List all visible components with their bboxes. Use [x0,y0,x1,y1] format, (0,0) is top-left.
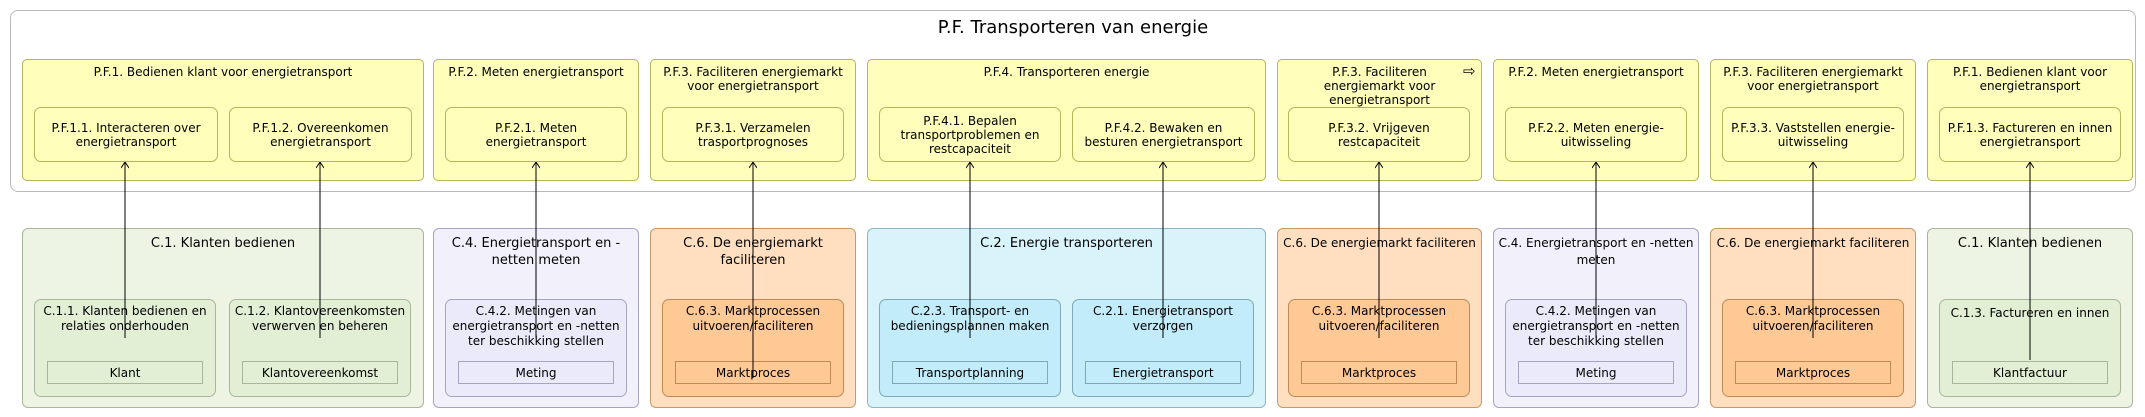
subcapability-box: C.4.2. Metingen van energietransport en … [445,299,627,397]
subcapability-title: C.4.2. Metingen van energietransport en … [1512,304,1680,348]
subfunction-box: P.F.4.1. Bepalen transportproblemen en r… [879,107,1061,162]
subfunction-box: P.F.4.2. Bewaken en besturen energietran… [1072,107,1255,162]
subfunction-box: P.F.1.2. Overeenkomen energietransport [229,107,412,162]
function-title: P.F.3. Faciliteren energiemarkt voor ene… [1323,65,1436,107]
business-object: Marktproces [1735,361,1891,384]
subcapability-box: C.1.3. Factureren en innen Klantfactuur [1939,299,2121,397]
function-title: P.F.4. Transporteren energie [983,65,1150,79]
business-object: Klantovereenkomst [242,361,398,384]
capability-title: C.1. Klanten bedienen [1957,236,2103,251]
function-title: P.F.2. Meten energietransport [1508,65,1684,79]
subcapability-title: C.2.3. Transport- en bedieningsplannen m… [890,304,1050,333]
subcapability-box: C.2.1. Energietransport verzorgen Energi… [1072,299,1254,397]
subcapability-title: C.4.2. Metingen van energietransport en … [452,304,620,348]
business-object: Meting [458,361,614,384]
subcapability-box: C.6.3. Marktprocessen uitvoeren/facilite… [1288,299,1470,397]
subcapability-box: C.1.1. Klanten bedienen en relaties onde… [34,299,216,397]
business-object: Klantfactuur [1952,361,2108,384]
subcapability-title: C.2.1. Energietransport verzorgen [1093,304,1233,333]
subcapability-box: C.4.2. Metingen van energietransport en … [1505,299,1687,397]
diagram-title: P.F. Transporteren van energie [937,17,1209,38]
function-title: P.F.1. Bedienen klant voor energietransp… [93,65,353,79]
business-object: Energietransport [1085,361,1241,384]
subcapability-title: C.6.3. Marktprocessen uitvoeren/facilite… [1311,304,1447,333]
business-object: Meting [1518,361,1674,384]
subfunction-box: P.F.3.3. Vaststellen energie-uitwisselin… [1722,107,1904,162]
business-object: Marktproces [1301,361,1457,384]
subcapability-box: C.1.2. Klantovereenkomsten verwerven en … [229,299,411,397]
function-title: P.F.1. Bedienen klant voor energietransp… [1952,65,2108,93]
subcapability-title: C.1.1. Klanten bedienen en relaties onde… [43,304,207,333]
capability-title: C.6. De energiemarkt faciliteren [1283,236,1476,250]
subfunction-box: P.F.2.1. Meten energietransport [445,107,627,162]
subcapability-title: C.1.3. Factureren en innen [1950,306,2110,320]
business-object: Klant [47,361,203,384]
subfunction-box: P.F.3.1. Verzamelen trasportprognoses [662,107,844,162]
capability-title: C.1. Klanten bedienen [150,236,296,251]
subfunction-box: P.F.1.3. Factureren en innen energietran… [1939,107,2121,162]
capability-title: C.4. Energietransport en -netten meten [451,236,621,268]
function-title: P.F.2. Meten energietransport [448,65,624,79]
subfunction-box: P.F.2.2. Meten energie-uitwisseling [1505,107,1687,162]
subcapability-box: C.6.3. Marktprocessen uitvoeren/facilite… [1722,299,1904,397]
business-object: Transportplanning [892,361,1048,384]
subcapability-box: C.6.3. Marktprocessen uitvoeren/facilite… [662,299,844,397]
subcapability-box: C.2.3. Transport- en bedieningsplannen m… [879,299,1061,397]
capability-title: C.4. Energietransport en -netten meten [1498,236,1694,267]
subfunction-box: P.F.3.2. Vrijgeven restcapaciteit [1288,107,1470,162]
capability-title: C.6. De energiemarkt faciliteren [683,236,823,268]
business-object: Marktproces [675,361,831,384]
subfunction-box: P.F.1.1. Interacteren over energietransp… [34,107,218,162]
flow-arrow-icon: ⇨ [1463,62,1476,80]
subcapability-title: C.6.3. Marktprocessen uitvoeren/facilite… [1745,304,1881,333]
capability-title: C.2. Energie transporteren [980,236,1153,251]
capability-title: C.6. De energiemarkt faciliteren [1716,236,1910,250]
subcapability-title: C.6.3. Marktprocessen uitvoeren/facilite… [685,304,821,333]
function-title: P.F.3. Faciliteren energiemarkt voor ene… [663,65,843,93]
subcapability-title: C.1.2. Klantovereenkomsten verwerven en … [234,304,406,333]
function-title: P.F.3. Faciliteren energiemarkt voor ene… [1723,65,1903,93]
